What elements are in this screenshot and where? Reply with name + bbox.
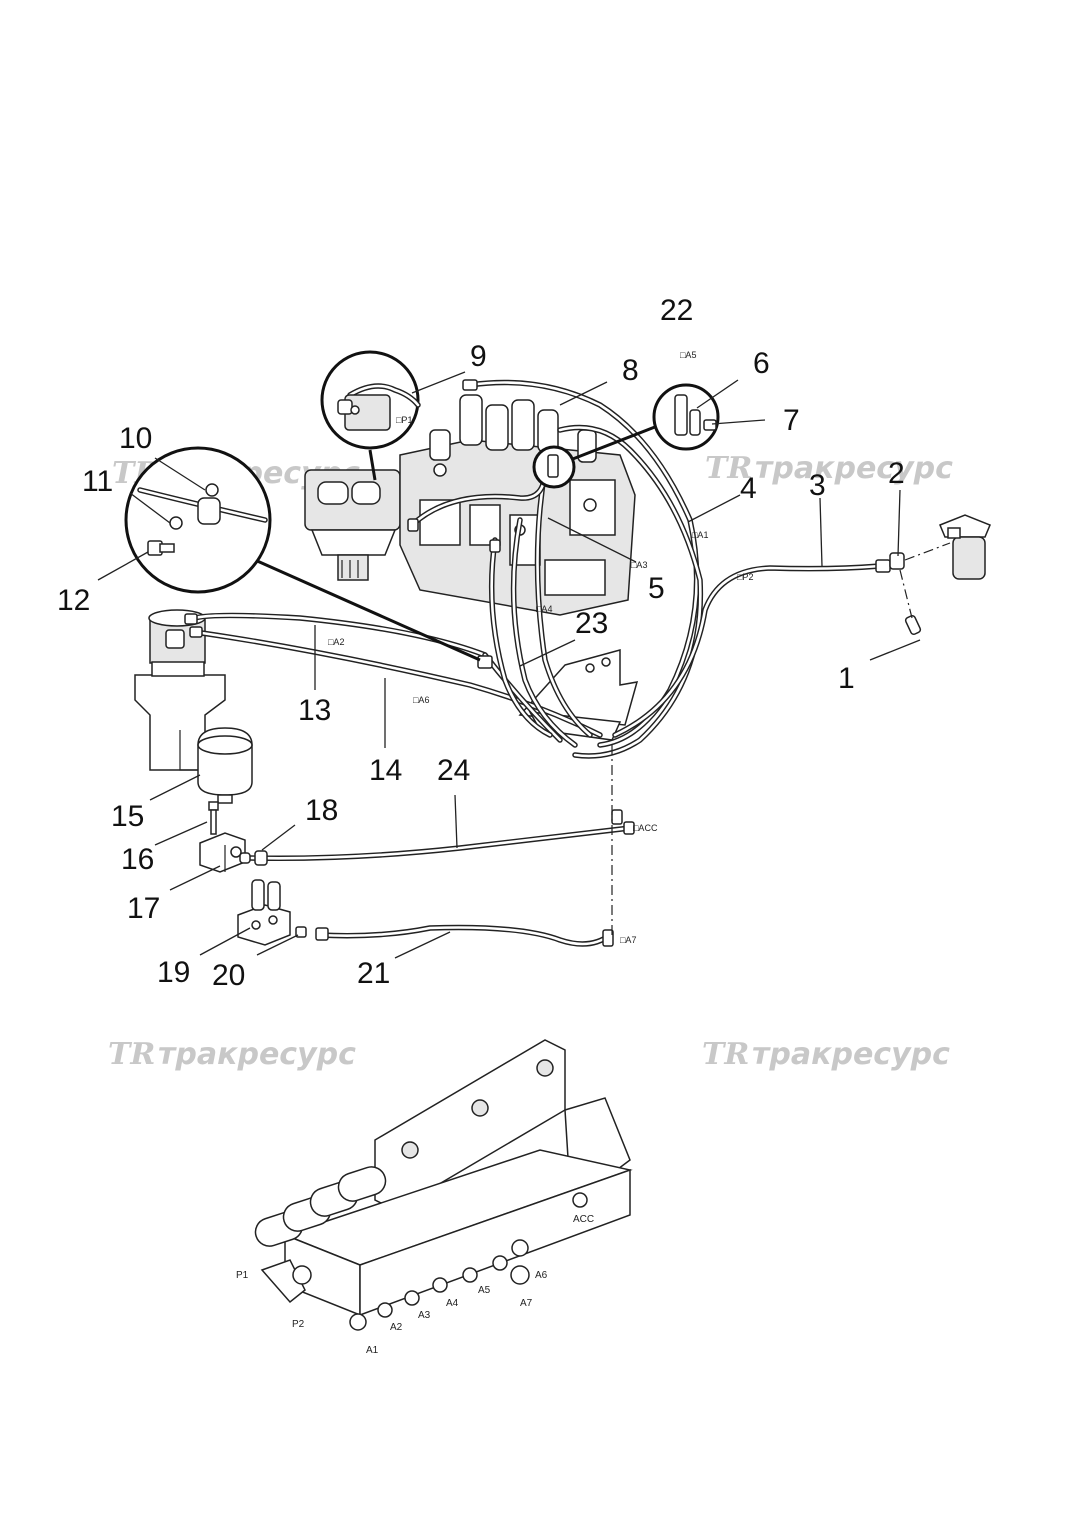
bolt [208,801,219,835]
pilot-block [237,879,291,946]
svg-text:TR: TR [108,1037,155,1072]
distribution-block-detail: ACC P1 P2 A1 A2 A3 A4 A5 A6 A7 [236,1039,633,1356]
callout-10: 10 [119,422,152,455]
hoses [187,379,883,947]
detail-circle-10-11-12 [124,446,481,662]
watermark-top-right: TR тракресурс [705,451,953,486]
callout-16: 16 [121,843,154,876]
port-a6: A6 [535,1270,548,1281]
callout-6: 6 [753,347,770,380]
callout-18: 18 [305,794,338,827]
callout-12: 12 [57,584,90,617]
fittings [184,379,922,947]
leader-lines [97,371,921,959]
tag-a4: □A4 [536,604,552,614]
callout-24: 24 [437,754,470,787]
callout-2: 2 [888,457,905,490]
svg-text:тракресурс: тракресурс [752,1037,950,1072]
tag-a7: □A7 [620,935,636,945]
callout-23: 23 [575,607,608,640]
filter [939,514,991,580]
tag-a6: □A6 [413,695,429,705]
port-p1: P1 [236,1270,249,1281]
port-a2: A2 [390,1322,403,1333]
svg-text:TR: TR [705,451,752,486]
callout-14: 14 [369,754,402,787]
tag-p2: □P2 [737,572,753,582]
accumulator-block [199,832,246,873]
callout-7: 7 [783,404,800,437]
accumulator [197,727,253,804]
callout-8: 8 [622,354,639,387]
callout-3: 3 [809,469,826,502]
tag-acc: □ACC [633,823,658,833]
callout-1: 1 [838,662,855,695]
callout-5: 5 [648,572,665,605]
watermark-bottom-left: TR тракресурс [108,1037,356,1072]
detail-circle-9 [320,350,421,481]
callout-20: 20 [212,959,245,992]
port-p2: P2 [292,1319,305,1330]
detail-circle-6-7 [532,383,720,489]
tag-a5: □A5 [680,350,696,360]
tag-p1: □P1 [396,415,412,425]
port-a1: A1 [366,1345,379,1356]
tag-a1: □A1 [692,530,708,540]
port-acc: ACC [573,1214,594,1225]
port-a5: A5 [478,1285,491,1296]
tag-a2: □A2 [328,637,344,647]
callout-13: 13 [298,694,331,727]
callout-15: 15 [111,800,144,833]
pilot-pump [304,469,401,581]
svg-text:тракресурс: тракресурс [755,451,953,486]
callout-4: 4 [740,472,757,505]
callout-21: 21 [357,957,390,990]
port-a4: A4 [446,1298,459,1309]
tag-a3: □A3 [631,560,647,570]
port-a7: A7 [520,1298,533,1309]
callout-11: 11 [82,465,113,498]
control-valve [399,394,636,616]
callout-22: 22 [660,294,693,327]
callout-17: 17 [127,892,160,925]
hose-tags: □P1 □A5 □A1 □P2 □A3 □A4 □A2 □A6 □ACC □A7 [328,350,753,945]
center-lines [611,542,951,935]
svg-text:TR: TR [702,1037,749,1072]
callout-9: 9 [470,340,487,373]
callout-19: 19 [157,956,190,989]
svg-text:тракресурс: тракресурс [158,1037,356,1072]
callout-numbers: 1 2 3 4 5 6 7 8 9 10 11 12 13 14 15 16 1… [57,294,905,992]
watermark-bottom-right: TR тракресурс [702,1037,950,1072]
port-a3: A3 [418,1310,431,1321]
